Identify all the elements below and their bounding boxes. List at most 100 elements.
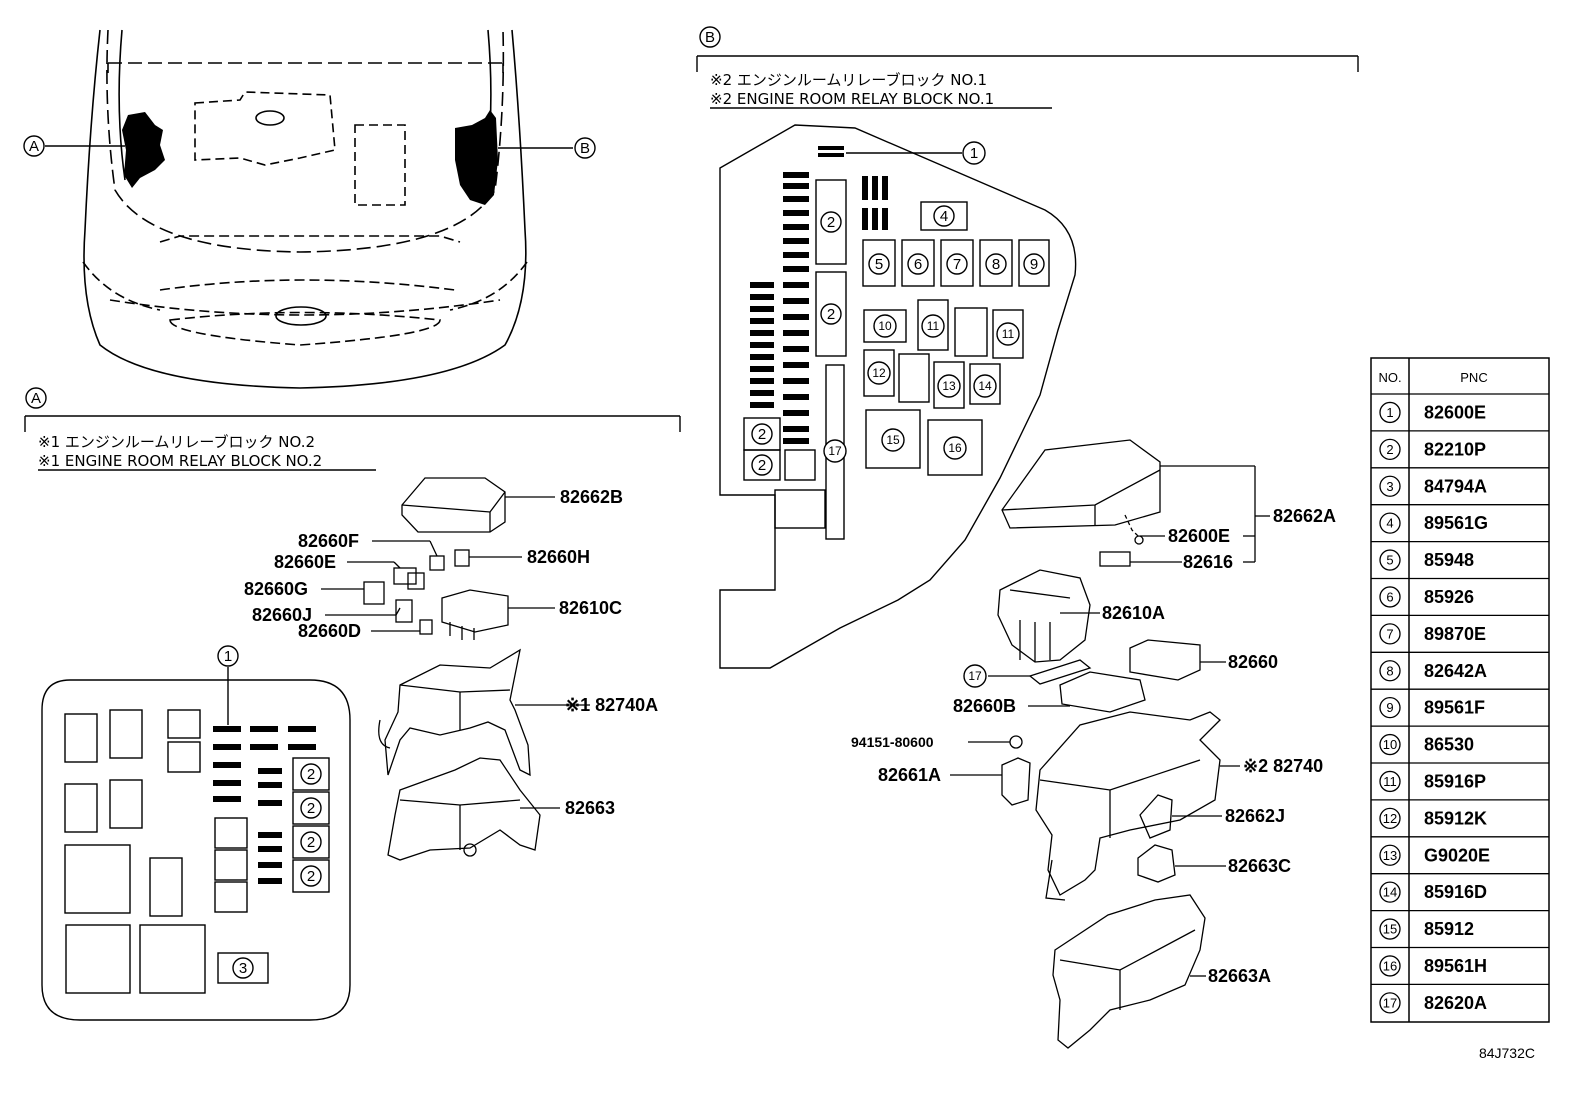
part-82616: 82616 [1183, 552, 1233, 572]
block-a-number-2c: 2 [300, 831, 322, 853]
part-82662A: 82662A [1273, 506, 1336, 526]
block-a-number-2a: 2 [300, 763, 322, 785]
table-row-number-circle [1379, 881, 1401, 903]
table-row-number-circle [1379, 549, 1401, 571]
table-row-number-circle [1379, 660, 1401, 682]
svg-text:14: 14 [978, 379, 992, 393]
table-row-number-circle [1379, 512, 1401, 534]
section-a-header-jp: ※1 エンジンルームリレーブロック NO.2 [38, 433, 315, 451]
car-overview [45, 29, 573, 389]
callout-b-top: B [574, 137, 596, 159]
table-row-number-circle [1379, 770, 1401, 793]
svg-text:17: 17 [968, 669, 982, 683]
relay-block-a-layout [41, 667, 351, 1021]
table-row-pnc: 82600E [1424, 402, 1486, 422]
table-row-pnc: 85916D [1424, 882, 1487, 902]
table-row-number: 6 [1386, 589, 1393, 604]
table-row-number: 13 [1383, 848, 1397, 863]
block-b-number-7: 7 [946, 253, 968, 275]
table-row-number-circle [1379, 955, 1401, 977]
block-b-number-14: 14 [973, 374, 997, 398]
svg-text:2: 2 [758, 426, 766, 443]
part-82661A: 82661A [878, 765, 941, 785]
svg-text:A: A [29, 138, 39, 155]
table-row-number-circle [1379, 844, 1401, 866]
part-82660E: 82660E [274, 552, 336, 572]
table-row-number: 11 [1383, 774, 1397, 789]
svg-text:2: 2 [758, 457, 766, 474]
svg-text:11: 11 [927, 319, 940, 333]
part-82610A: 82610A [1102, 603, 1165, 623]
callout-a-top: A [23, 135, 45, 157]
block-b-number-5: 5 [868, 253, 890, 275]
part-94151-80600: 94151-80600 [851, 734, 934, 750]
svg-text:16: 16 [948, 441, 962, 455]
part-82610C: 82610C [559, 598, 622, 618]
table-row-number: 3 [1386, 479, 1393, 494]
svg-text:1: 1 [970, 145, 978, 162]
parts-b-drawing [950, 439, 1270, 1049]
block-b-number-2d: 2 [751, 454, 773, 476]
table-row-number-circle [1379, 918, 1401, 940]
table-row-number-circle [1379, 401, 1401, 424]
part-82740A: ※1 82740A [565, 695, 658, 715]
table-row-pnc: 82642A [1424, 661, 1487, 681]
block-b-number-11b: 11 [996, 322, 1020, 346]
part-82740: ※2 82740 [1243, 756, 1323, 776]
table-row-number: 4 [1386, 516, 1393, 531]
table-row-pnc: 89870E [1424, 624, 1486, 644]
table-row-pnc: 89561F [1424, 698, 1485, 718]
svg-text:2: 2 [307, 868, 315, 885]
svg-text:17: 17 [828, 444, 842, 458]
part-82660G: 82660G [244, 579, 308, 599]
table-row-pnc: 85912 [1424, 919, 1474, 939]
block-b-number-1: 1 [962, 141, 986, 165]
block-b-number-2c: 2 [751, 423, 773, 445]
block-b-number-2b: 2 [820, 303, 842, 325]
section-b-callout: B [699, 26, 721, 48]
svg-text:3: 3 [239, 960, 247, 977]
table-row-number: 1 [1386, 405, 1393, 420]
block-a-number-2d: 2 [300, 865, 322, 887]
table-row-number-circle [1379, 475, 1401, 497]
table-row-pnc: 89561H [1424, 956, 1487, 976]
part-82663C: 82663C [1228, 856, 1291, 876]
table-row-pnc: 82620A [1424, 993, 1487, 1013]
table-header-pnc: PNC [1460, 370, 1487, 385]
part-82660H: 82660H [527, 547, 590, 567]
relay-block-b-layout [719, 124, 1077, 669]
block-b-number-15: 15 [881, 428, 905, 452]
svg-text:6: 6 [914, 256, 922, 273]
svg-text:5: 5 [875, 256, 883, 273]
table-row-number: 15 [1383, 922, 1397, 937]
table-row-pnc: 82210P [1424, 439, 1486, 459]
table-row-pnc: 85912K [1424, 808, 1487, 828]
block-b-number-2a: 2 [820, 211, 842, 233]
table-row-number-circle [1379, 697, 1401, 719]
table-row-number: 5 [1386, 553, 1393, 568]
svg-text:10: 10 [878, 319, 892, 333]
table-row-number: 7 [1386, 626, 1393, 641]
block-a-number-1: 1 [217, 645, 239, 667]
table-row-number-circle [1379, 807, 1401, 829]
block-b-number-17: 17 [823, 439, 847, 463]
block-b-number-4: 4 [933, 205, 955, 227]
part-82662J: 82662J [1225, 806, 1285, 826]
table-row-number: 9 [1386, 700, 1393, 715]
svg-text:15: 15 [886, 433, 900, 447]
part-82660F: 82660F [298, 531, 359, 551]
fuse-bars-b [750, 146, 888, 444]
svg-text:12: 12 [872, 366, 886, 380]
svg-text:8: 8 [992, 256, 1000, 273]
block-b-number-10: 10 [873, 314, 897, 338]
table-row-pnc: 85916P [1424, 771, 1486, 791]
svg-text:2: 2 [307, 834, 315, 851]
svg-text:13: 13 [942, 379, 956, 393]
part-82662B: 82662B [560, 487, 623, 507]
svg-text:1: 1 [224, 648, 232, 665]
fuse-bars-a [213, 726, 316, 884]
svg-text:B: B [580, 140, 590, 157]
svg-text:2: 2 [827, 214, 835, 231]
